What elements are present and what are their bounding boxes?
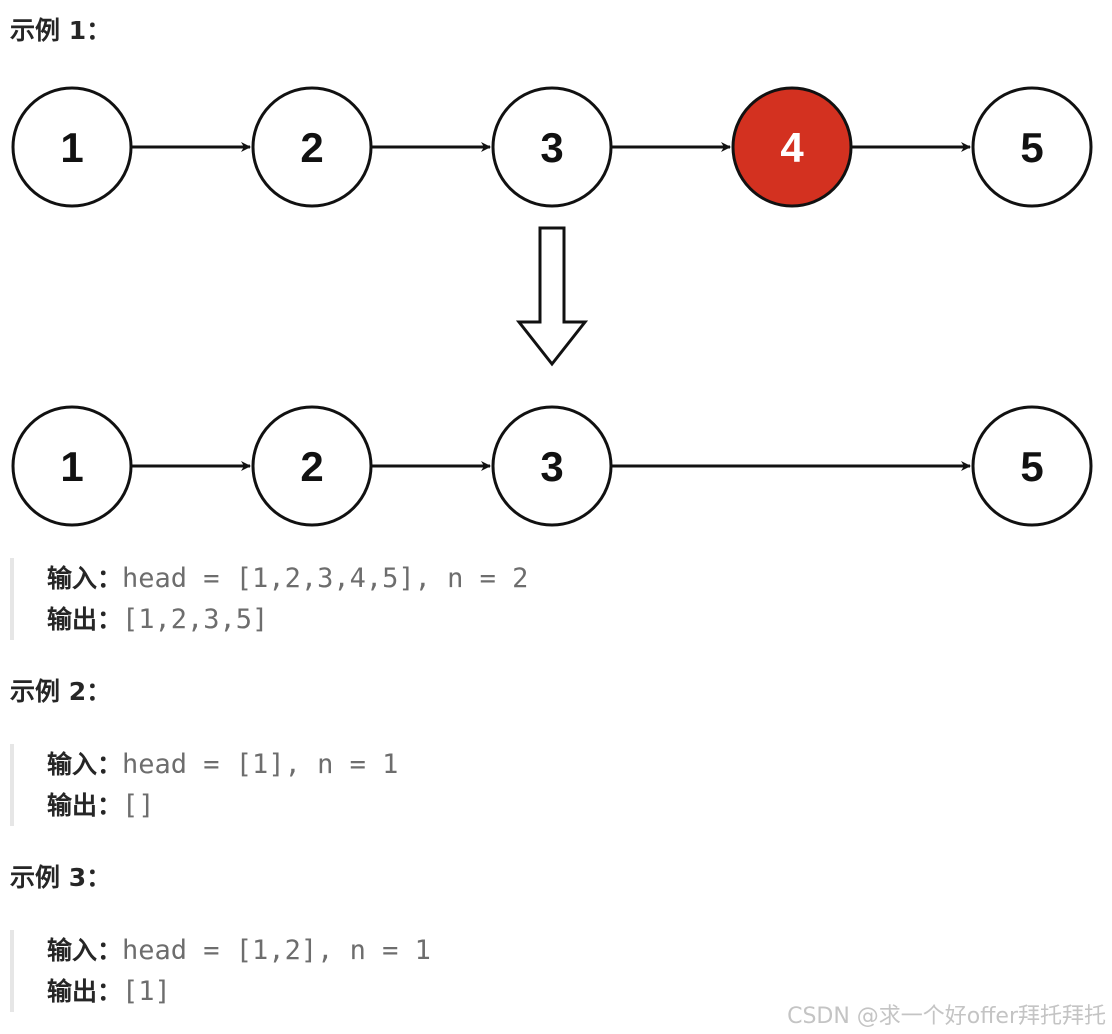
output-label: 输出：	[47, 977, 123, 1006]
input-value: head = [1,2,3,4,5], n = 2	[122, 563, 529, 594]
output-value: []	[122, 790, 155, 821]
example-2-title: 示例 2：	[10, 677, 112, 706]
example-3-block: 输入：head = [1,2], n = 1 输出：[1]	[10, 930, 431, 1012]
node-label: 1	[60, 124, 83, 171]
node-label: 3	[540, 443, 563, 490]
linked-list-diagram: 1 2 3 4 5 1 2	[11, 86, 1093, 527]
input-line: 输入：head = [1,2,3,4,5], n = 2	[47, 558, 528, 599]
output-value: [1]	[122, 976, 171, 1007]
output-line: 输出：[1]	[47, 971, 431, 1012]
input-line: 输入：head = [1,2], n = 1	[47, 930, 431, 971]
node-label: 2	[300, 443, 323, 490]
input-label: 输入：	[47, 936, 123, 965]
node-label: 3	[540, 124, 563, 171]
list-node: 1	[11, 86, 133, 208]
after-list: 1 2 3 5	[11, 405, 1093, 527]
input-label: 输入：	[47, 750, 123, 779]
input-value: head = [1,2], n = 1	[122, 935, 431, 966]
list-node: 3	[491, 405, 613, 527]
node-label: 1	[60, 443, 83, 490]
watermark: CSDN @求一个好offer拜托拜托	[787, 1004, 1106, 1029]
input-value: head = [1], n = 1	[122, 749, 399, 780]
before-list: 1 2 3 4 5	[11, 86, 1093, 208]
input-label: 输入：	[47, 564, 123, 593]
example-1-title: 示例 1：	[10, 16, 112, 45]
output-line: 输出：[]	[47, 785, 398, 826]
list-node: 5	[971, 86, 1093, 208]
output-label: 输出：	[47, 605, 123, 634]
output-value: [1,2,3,5]	[122, 604, 269, 635]
node-label: 5	[1020, 443, 1043, 490]
removed-node: 4	[731, 86, 853, 208]
example-1-block: 输入：head = [1,2,3,4,5], n = 2 输出：[1,2,3,5…	[10, 558, 528, 640]
output-label: 输出：	[47, 791, 123, 820]
down-arrow-icon	[515, 226, 589, 367]
output-line: 输出：[1,2,3,5]	[47, 599, 528, 640]
list-node: 2	[251, 86, 373, 208]
list-node: 5	[971, 405, 1093, 527]
list-node: 2	[251, 405, 373, 527]
example-3-title: 示例 3：	[10, 863, 112, 892]
node-label: 4	[780, 124, 804, 171]
node-label: 2	[300, 124, 323, 171]
list-node: 3	[491, 86, 613, 208]
example-2-block: 输入：head = [1], n = 1 输出：[]	[10, 744, 398, 826]
list-node: 1	[11, 405, 133, 527]
node-label: 5	[1020, 124, 1043, 171]
input-line: 输入：head = [1], n = 1	[47, 744, 398, 785]
